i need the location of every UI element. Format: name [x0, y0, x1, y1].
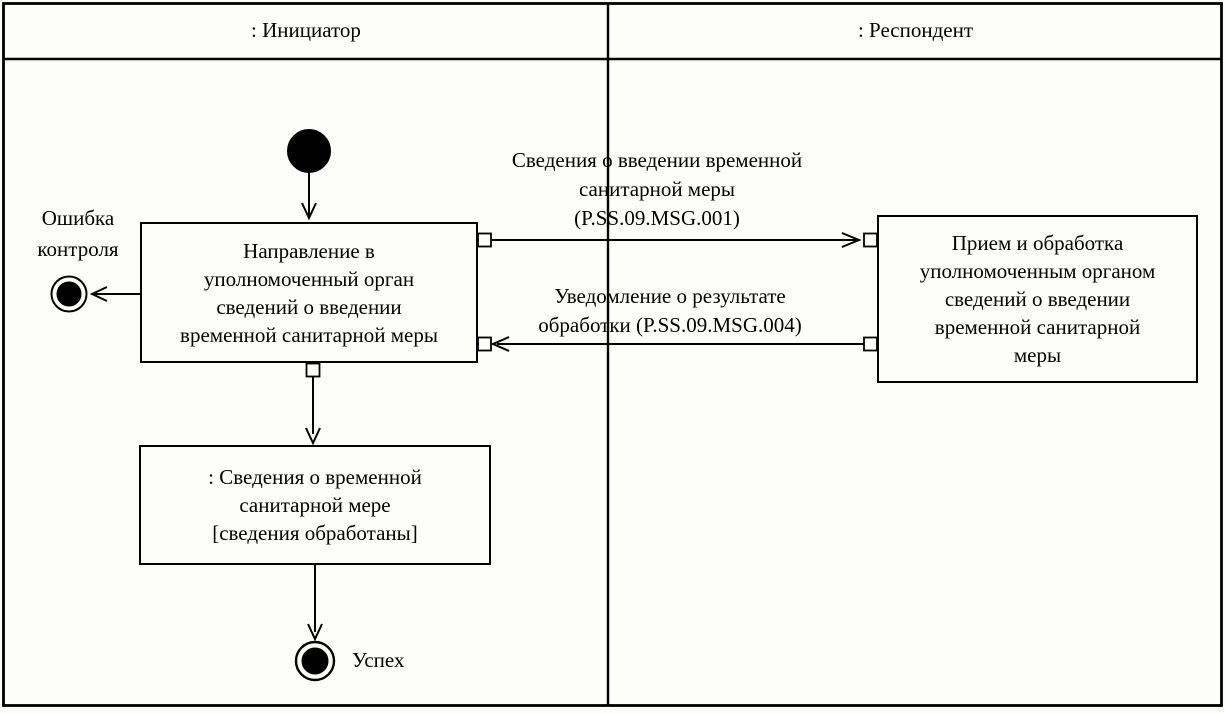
initial-node-icon	[287, 129, 331, 173]
swimlane-header-respondent: : Респондент	[610, 4, 1221, 57]
activity-box-initiator: Направление в уполномоченный орган сведе…	[140, 222, 478, 363]
error-arrowhead	[89, 286, 108, 302]
activity-to-object-arrowhead	[305, 427, 321, 446]
final-node-success-core-icon	[301, 647, 329, 675]
connector-pin-initiator-out	[477, 232, 492, 248]
connector-pin-initiator-bottom	[305, 362, 321, 378]
object-node-label: : Сведения о временной санитарной мере […	[208, 465, 422, 545]
initial-to-activity-arrowhead	[301, 202, 317, 221]
swimlane-header-initiator-label: : Инициатор	[251, 18, 361, 42]
activity-box-respondent-label: Прием и обработка уполномоченным органом…	[919, 231, 1156, 367]
final-node-error-icon	[50, 275, 88, 313]
swimlane-header-initiator: : Инициатор	[4, 4, 608, 57]
object-to-success-arrowhead	[307, 623, 323, 642]
connector-pin-respondent-in	[863, 232, 878, 248]
message-2-label: Уведомление о результате обработки (P.SS…	[538, 284, 802, 337]
message-1-arrowhead	[841, 232, 862, 248]
swimlane-header-respondent-label: : Респондент	[857, 18, 974, 42]
message-1-label: Сведения о введении временной санитарной…	[511, 148, 803, 230]
final-node-success-icon	[294, 640, 336, 682]
activity-box-respondent: Прием и обработка уполномоченным органом…	[877, 215, 1198, 383]
final-node-error-core-icon	[56, 281, 82, 307]
activity-box-initiator-label: Направление в уполномоченный орган сведе…	[180, 238, 438, 347]
final-error-label: Ошибка контроля	[37, 206, 119, 261]
final-success-label: Успех	[352, 648, 405, 672]
object-node: : Сведения о временной санитарной мере […	[139, 445, 491, 565]
